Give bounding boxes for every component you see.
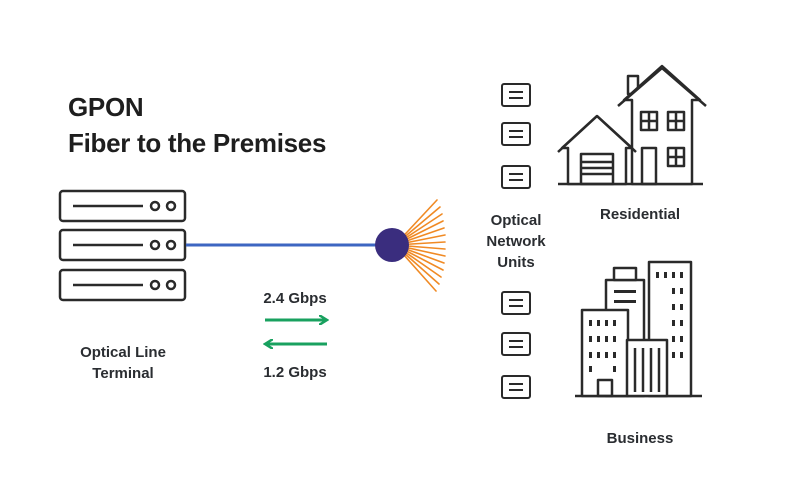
- olt-server-icon: [58, 189, 187, 302]
- onu-label-line2: Network: [486, 233, 546, 250]
- residential-houses-icon: [557, 64, 707, 186]
- onu-label-line1: Optical: [490, 212, 542, 229]
- downstream-rate-label: 2.4 Gbps: [263, 290, 327, 307]
- onu-group-bottom: [501, 291, 531, 399]
- onu-device-icon: [501, 332, 531, 356]
- onu-device-icon: [501, 291, 531, 315]
- onu-device-icon: [501, 122, 531, 146]
- splitter-node-icon: [375, 228, 409, 262]
- onu-device-icon: [501, 375, 531, 399]
- business-label: Business: [606, 430, 674, 447]
- olt-label-line1: Optical Line: [80, 344, 166, 361]
- residential-label: Residential: [599, 206, 681, 223]
- onu-group-top: [501, 83, 531, 189]
- business-buildings-icon: [575, 260, 702, 398]
- diagram-title-line2: Fiber to the Premises: [68, 128, 327, 158]
- data-rate-arrows: [265, 320, 327, 344]
- onu-device-icon: [501, 165, 531, 189]
- onu-label: Optical Network Units: [470, 210, 562, 273]
- diagram-title-line1: GPON: [68, 92, 144, 122]
- onu-device-icon: [501, 83, 531, 107]
- upstream-rate-label: 1.2 Gbps: [263, 364, 327, 381]
- onu-label-line3: Units: [497, 254, 535, 271]
- olt-label: Optical Line Terminal: [56, 342, 190, 384]
- olt-label-line2: Terminal: [92, 365, 154, 382]
